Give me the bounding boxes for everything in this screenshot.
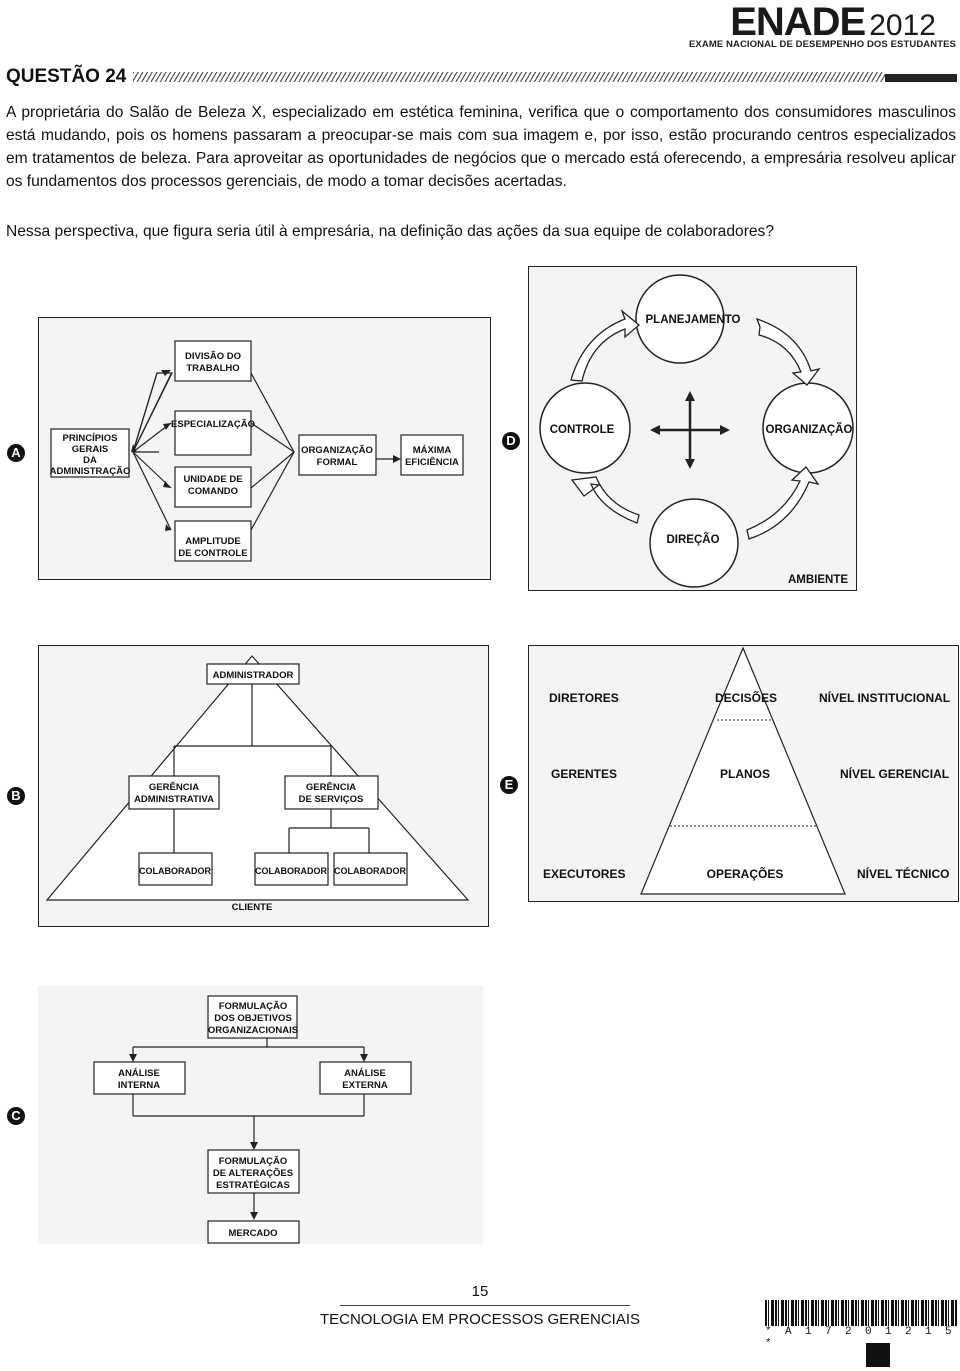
b-service-mgmt-1: GERÊNCIA bbox=[306, 781, 356, 793]
d-direction: DIREÇÃO bbox=[666, 533, 719, 546]
option-b-label: B bbox=[7, 787, 25, 805]
option-c-label: C bbox=[7, 1107, 25, 1125]
a-principles-3: DA bbox=[83, 455, 97, 466]
c-strategic-1: FORMULAÇÃO bbox=[219, 1156, 288, 1167]
a-specialization: ESPECIALIZAÇÃO bbox=[171, 419, 255, 430]
a-division-2: TRABALHO bbox=[186, 363, 239, 374]
a-span-2: DE CONTROLE bbox=[178, 548, 247, 559]
option-d-label: D bbox=[502, 432, 520, 450]
option-e-label: E bbox=[500, 776, 518, 794]
d-planning: PLANEJAMENTO bbox=[646, 314, 741, 326]
logo-main-text: ENADE bbox=[730, 0, 866, 44]
option-d-diagram: PLANEJAMENTO CONTROLE ORGANIZAÇÃO DIREÇÃ… bbox=[528, 266, 857, 591]
a-efficiency-1: MÁXIMA bbox=[413, 445, 452, 456]
logo-subtitle: EXAME NACIONAL DE DESEMPENHO DOS ESTUDAN… bbox=[689, 39, 956, 50]
a-unity-2: COMANDO bbox=[188, 486, 238, 497]
title-hatched-rule bbox=[133, 72, 885, 82]
e-row2-right: NÍVEL GERENCIAL bbox=[840, 766, 949, 781]
question-paragraph-2: Nessa perspectiva, que figura seria útil… bbox=[6, 223, 775, 240]
question-title: QUESTÃO 24 bbox=[6, 66, 127, 87]
b-collaborator-3: COLABORADOR bbox=[334, 866, 406, 876]
a-formal-1: ORGANIZAÇÃO bbox=[301, 445, 373, 456]
option-e-diagram: DIRETORES DECISÕES NÍVEL INSTITUCIONAL G… bbox=[528, 645, 959, 902]
b-client: CLIENTE bbox=[232, 902, 273, 913]
footer-rule bbox=[340, 1305, 630, 1306]
a-principles-4: ADMINISTRAÇÃO bbox=[50, 466, 131, 477]
a-division-1: DIVISÃO DO bbox=[185, 351, 241, 362]
option-b-diagram: ADMINISTRADOR GERÊNCIA ADMINISTRATIVA GE… bbox=[38, 645, 489, 927]
option-a-label: A bbox=[7, 444, 25, 462]
c-strategic-3: ESTRATÉGICAS bbox=[216, 1180, 290, 1191]
c-internal-1: ANÁLISE bbox=[118, 1068, 160, 1079]
corner-marker bbox=[866, 1343, 890, 1367]
c-internal-2: INTERNA bbox=[118, 1080, 160, 1091]
c-market: MERCADO bbox=[228, 1228, 277, 1239]
course-name: TECNOLOGIA EM PROCESSOS GERENCIAIS bbox=[319, 1311, 641, 1328]
barcode-text: * A 1 7 2 0 1 2 1 5 * bbox=[765, 1326, 956, 1350]
b-admin-mgmt-2: ADMINISTRATIVA bbox=[134, 794, 214, 805]
option-c-diagram: FORMULAÇÃO DOS OBJETIVOS ORGANIZACIONAIS… bbox=[38, 986, 483, 1244]
e-row1-center: DECISÕES bbox=[715, 690, 777, 705]
c-objectives-1: FORMULAÇÃO bbox=[219, 1001, 288, 1012]
option-a-diagram: PRINCÍPIOS GERAIS DA ADMINISTRAÇÃO DIVIS… bbox=[38, 317, 491, 580]
a-span-1: AMPLITUDE bbox=[185, 536, 240, 547]
a-principles-1: PRINCÍPIOS bbox=[63, 433, 118, 444]
b-admin-mgmt-1: GERÊNCIA bbox=[149, 781, 199, 793]
title-solid-bar bbox=[885, 74, 957, 82]
a-principles-2: GERAIS bbox=[72, 444, 108, 455]
a-formal-2: FORMAL bbox=[317, 457, 358, 468]
b-administrator: ADMINISTRADOR bbox=[213, 670, 294, 681]
d-environment: AMBIENTE bbox=[788, 574, 848, 586]
e-row1-left: DIRETORES bbox=[549, 691, 619, 705]
d-organization: ORGANIZAÇÃO bbox=[766, 423, 853, 436]
b-collaborator-2: COLABORADOR bbox=[255, 866, 327, 876]
c-external-2: EXTERNA bbox=[342, 1080, 388, 1091]
a-unity-1: UNIDADE DE bbox=[183, 474, 242, 485]
e-row3-left: EXECUTORES bbox=[543, 867, 625, 881]
c-objectives-3: ORGANIZACIONAIS bbox=[208, 1025, 298, 1036]
b-service-mgmt-2: DE SERVIÇOS bbox=[299, 794, 364, 805]
e-row2-center: PLANOS bbox=[720, 767, 770, 781]
e-row3-center: OPERAÇÕES bbox=[707, 866, 784, 881]
e-row2-left: GERENTES bbox=[551, 767, 617, 781]
barcode bbox=[765, 1300, 957, 1326]
e-row3-right: NÍVEL TÉCNICO bbox=[857, 866, 949, 881]
e-row1-right: NÍVEL INSTITUCIONAL bbox=[819, 690, 950, 705]
d-control: CONTROLE bbox=[550, 424, 615, 436]
question-paragraph-1: A proprietária do Salão de Beleza X, esp… bbox=[6, 104, 956, 190]
c-strategic-2: DE ALTERAÇÕES bbox=[213, 1168, 293, 1179]
c-objectives-2: DOS OBJETIVOS bbox=[214, 1013, 292, 1024]
a-efficiency-2: EFICIÊNCIA bbox=[405, 456, 459, 468]
page-number: 15 bbox=[471, 1283, 489, 1300]
c-external-1: ANÁLISE bbox=[344, 1068, 386, 1079]
logo-year: 2012 bbox=[869, 9, 936, 42]
b-collaborator-1: COLABORADOR bbox=[139, 866, 211, 876]
